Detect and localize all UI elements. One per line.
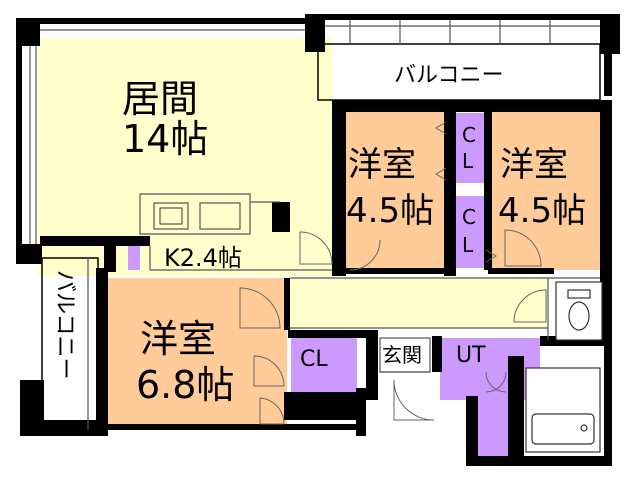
closet-2-label-c: C [462, 205, 476, 229]
kitchen-sink-icon [159, 207, 183, 225]
closet-3-floor [291, 338, 357, 394]
door-swing-icon [299, 231, 333, 265]
thin-lines [29, 20, 600, 430]
utility-floor [440, 338, 540, 400]
west-room-size: 4.5帖 [346, 191, 434, 231]
toilet-icon [555, 281, 603, 341]
big-room-label: 洋室 [140, 317, 216, 361]
west-bedroom-floor [345, 110, 445, 270]
utility-lower-floor [478, 400, 508, 458]
closet-2-label-l: L [462, 233, 474, 257]
living-room-size: 14帖 [122, 117, 208, 161]
door-swing-icon [485, 371, 507, 393]
walls [16, 14, 620, 466]
closet-2-floor [455, 196, 485, 268]
utility-label: UT [456, 343, 486, 368]
door-swing-icon [393, 379, 435, 421]
closet-1-floor [455, 113, 485, 183]
kitchen-notch-floor [128, 246, 140, 270]
living-room-label: 居間 [122, 77, 198, 121]
shoe-cabinet-icon [435, 121, 447, 135]
door-swing-icon [253, 355, 285, 387]
closet-1-label-c: C [462, 123, 476, 147]
entrance-label: 玄関 [382, 343, 422, 367]
door-swing-icon [239, 287, 281, 329]
big-room-size: 6.8帖 [136, 363, 234, 407]
closet-3-label: CL [300, 347, 328, 372]
door-swing-icon [259, 397, 285, 425]
door-swing-icon [349, 239, 381, 271]
door-swings [239, 121, 547, 425]
door-swing-icon [485, 371, 507, 393]
big-bedroom-floor [105, 278, 287, 426]
floors [38, 38, 604, 458]
door-swing-icon [513, 289, 547, 323]
fixtures [159, 207, 603, 453]
east-room-size: 4.5帖 [498, 191, 586, 231]
labels: 居間 14帖 K2.4帖 バルコニー バルコニー 洋室 4.5帖 洋室 4.5帖… [52, 63, 586, 407]
door-swing-icon [504, 229, 542, 267]
west-room-label: 洋室 [348, 145, 416, 185]
hall-floor [290, 278, 548, 328]
bathtub-icon [525, 367, 601, 453]
closet-1-label-l: L [462, 149, 474, 173]
east-bedroom-floor [488, 110, 604, 270]
left-balcony-label: バルコニー [52, 270, 77, 380]
kitchen-label: K2.4帖 [164, 244, 242, 272]
east-room-label: 洋室 [500, 145, 568, 185]
top-balcony-label: バルコニー [394, 63, 504, 88]
